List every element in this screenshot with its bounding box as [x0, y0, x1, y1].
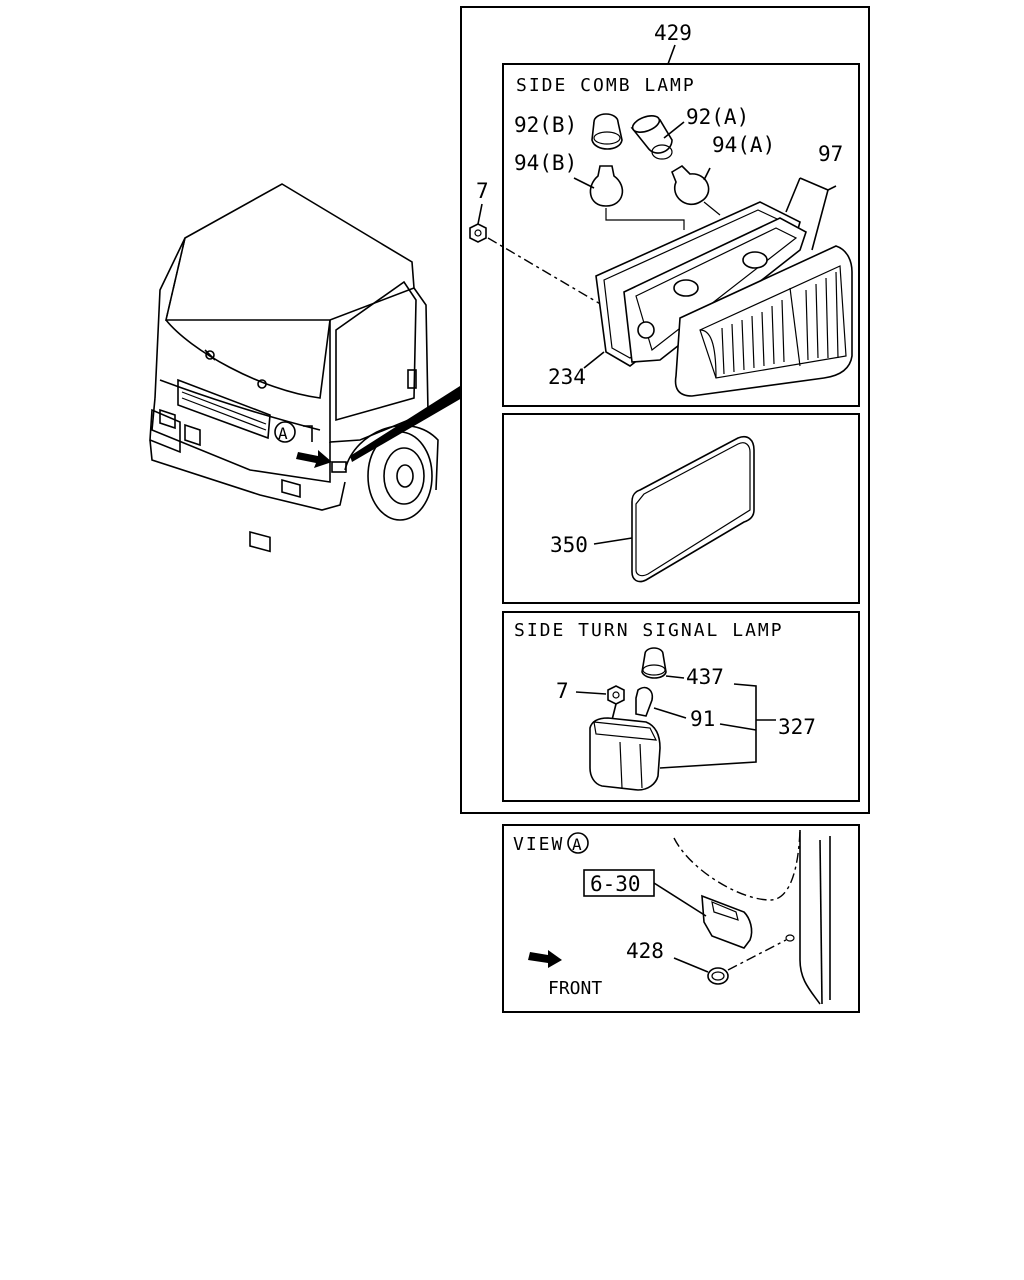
label-7-bottom: 7 — [556, 679, 569, 703]
socket-437-icon — [641, 647, 667, 679]
label-94a: 94(A) — [712, 133, 775, 157]
label-97: 97 — [818, 142, 843, 166]
lens-ribs — [721, 271, 839, 375]
side-turn-signal-lamp-title: SIDE TURN SIGNAL LAMP — [514, 620, 784, 641]
side-comb-lamp-panel: SIDE COMB LAMP 92(B) 92(A) 94(B) 94(A) — [469, 63, 860, 407]
label-92b: 92(B) — [514, 113, 577, 137]
side-comb-lamp-title: SIDE COMB LAMP — [516, 75, 696, 96]
nut-7b-icon — [607, 685, 625, 705]
view-a-title: VIEW — [513, 834, 564, 855]
view-a-panel: VIEW A 6-30 428 FRONT — [502, 824, 860, 1013]
truck-cab-illustration: A — [149, 183, 462, 553]
truck-view-a-marker: A — [278, 424, 288, 443]
label-92a: 92(A) — [686, 105, 749, 129]
assembly-label: 429 — [654, 21, 692, 45]
socket-92b-icon — [591, 113, 623, 150]
lens-350-panel: 350 — [502, 413, 860, 604]
label-91: 91 — [690, 707, 715, 731]
front-label: FRONT — [548, 978, 602, 999]
view-a-ref-box: 6-30 — [590, 872, 641, 896]
bulb-94a-icon — [671, 164, 710, 206]
label-7-top: 7 — [476, 179, 489, 203]
socket-92a-icon — [630, 115, 673, 160]
view-a-marker: A — [572, 835, 582, 854]
label-94b: 94(B) — [514, 151, 577, 175]
side-turn-signal-lamp-panel: SIDE TURN SIGNAL LAMP 437 7 91 327 — [502, 611, 860, 802]
assembly-frame — [460, 6, 870, 814]
label-350: 350 — [550, 533, 588, 557]
bulb-94b-icon — [589, 165, 624, 207]
label-437: 437 — [686, 665, 724, 689]
label-234: 234 — [548, 365, 586, 389]
label-327: 327 — [778, 715, 816, 739]
nut-7-icon — [469, 223, 487, 243]
label-428: 428 — [626, 939, 664, 963]
